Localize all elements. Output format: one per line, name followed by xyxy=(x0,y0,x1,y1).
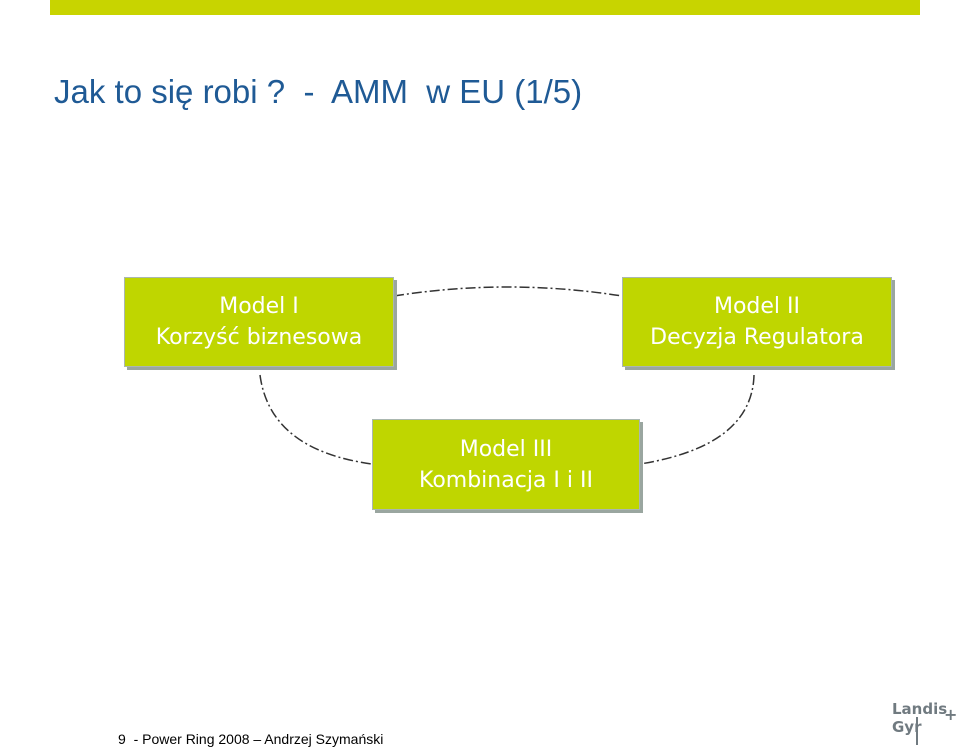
model-box-3-subtitle: Kombinacja I i II xyxy=(419,467,593,493)
model-box-3: Model III Kombinacja I i II xyxy=(372,419,640,510)
model-box-2-title: Model II xyxy=(713,294,801,319)
connector-left xyxy=(259,374,373,465)
logo-line2: Gyr xyxy=(892,718,922,736)
slide-title: Jak to się robi ? - AMM w EU (1/5) xyxy=(54,73,583,110)
connector-top xyxy=(393,286,623,297)
logo-line1: Landis xyxy=(892,700,948,718)
model-box-1-subtitle: Korzyść biznesowa xyxy=(155,325,363,350)
model-box-2: Model II Decyzja Regulatora xyxy=(622,277,892,367)
model-box-1: Model I Korzyść biznesowa xyxy=(124,277,394,367)
connector-right xyxy=(639,374,755,465)
model-box-3-title: Model III xyxy=(459,436,553,462)
logo-plus: + xyxy=(944,705,958,724)
slide-footer: 9 - Power Ring 2008 – Andrzej Szymański xyxy=(118,731,384,747)
model-box-1-title: Model I xyxy=(219,294,299,319)
logo-divider xyxy=(916,717,918,745)
landis-gyr-logo: Landis Gyr + xyxy=(892,700,958,746)
model-box-2-subtitle: Decyzja Regulatora xyxy=(650,325,864,350)
top-accent-bar xyxy=(50,0,920,15)
